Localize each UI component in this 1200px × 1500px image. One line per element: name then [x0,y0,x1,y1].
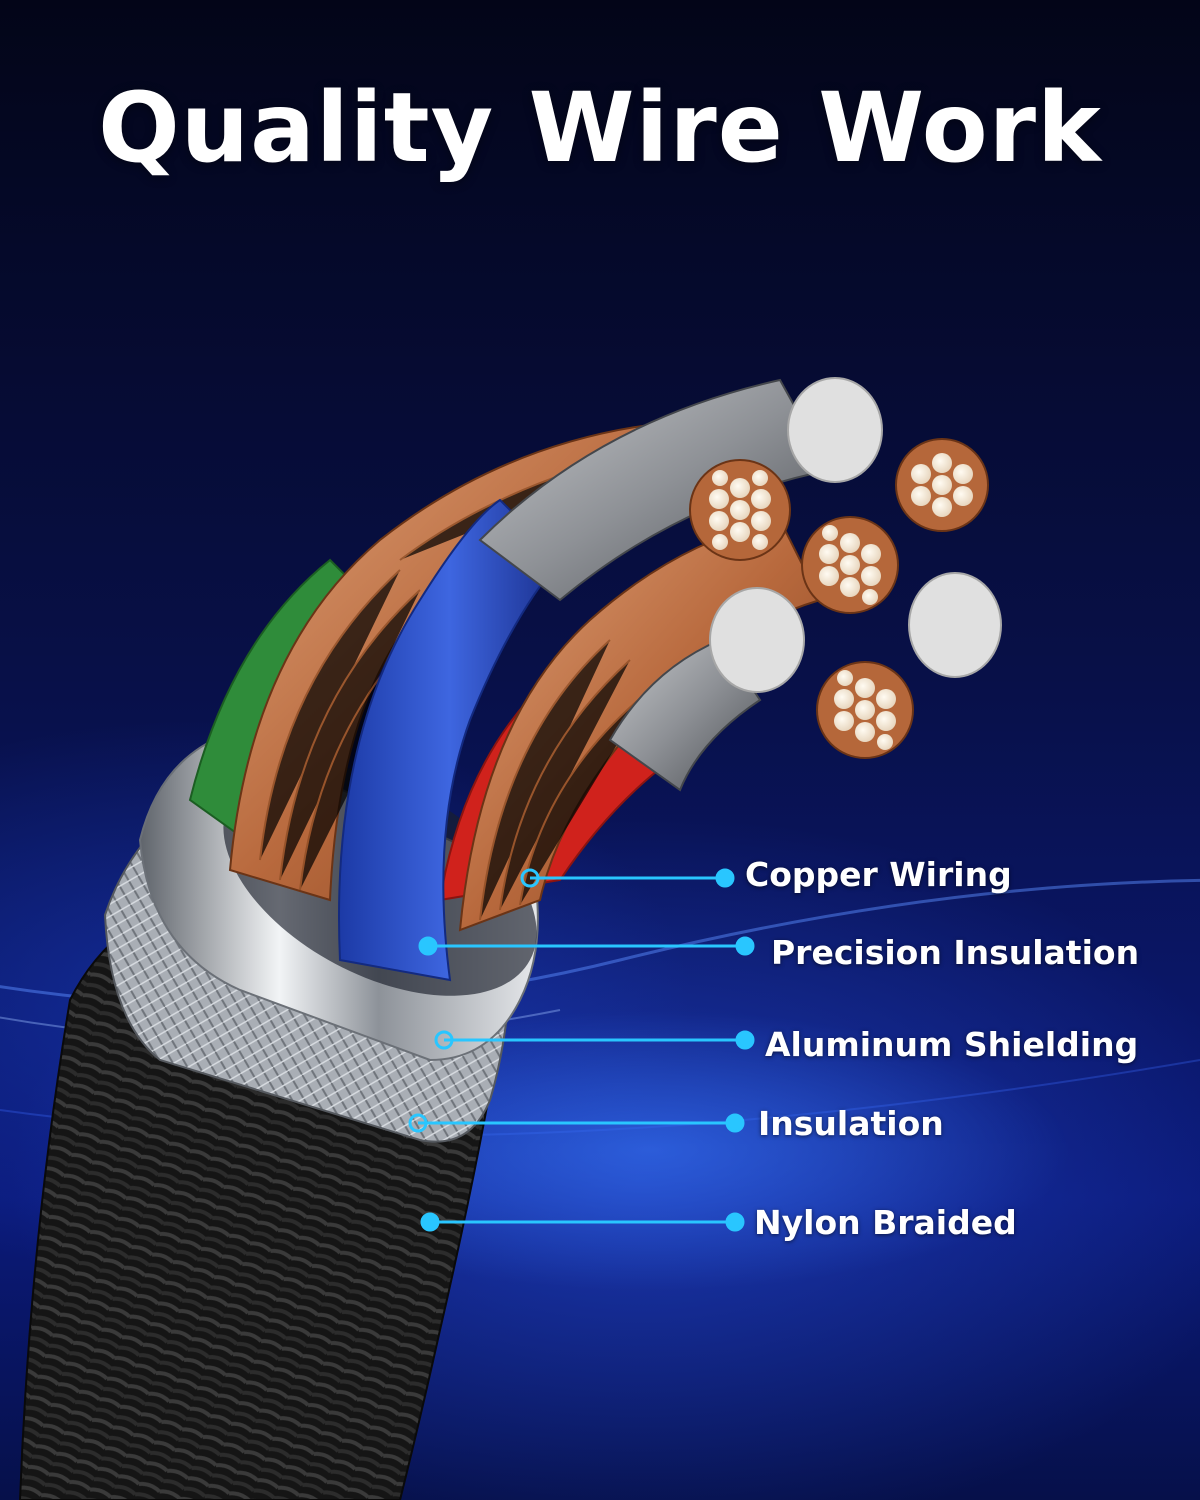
callout-line-aluminum-shielding [434,1030,755,1050]
callout-line-copper-wiring [520,868,735,888]
callout-label-insulation: Insulation [758,1104,944,1143]
callout-label-precision-insulation: Precision Insulation [771,933,1140,972]
callout-line-insulation [408,1113,745,1133]
callout-line-precision-insulation [418,936,755,956]
white-conductor-end-3 [709,587,805,693]
callout-lines [408,868,755,1232]
white-conductor-end-1 [787,377,883,483]
copper-strand-end-1 [689,459,791,561]
page-title: Quality Wire Work [98,72,1102,184]
callout-label-aluminum-shielding: Aluminum Shielding [765,1025,1139,1064]
callout-label-nylon-braided: Nylon Braided [754,1203,1017,1242]
callout-label-copper-wiring: Copper Wiring [745,855,1012,894]
callout-line-nylon-braided [420,1212,745,1232]
white-conductor-end-2 [908,572,1002,678]
copper-strand-end-4 [816,661,914,759]
copper-strand-end-2 [895,438,989,532]
copper-strand-end-3 [801,516,899,614]
